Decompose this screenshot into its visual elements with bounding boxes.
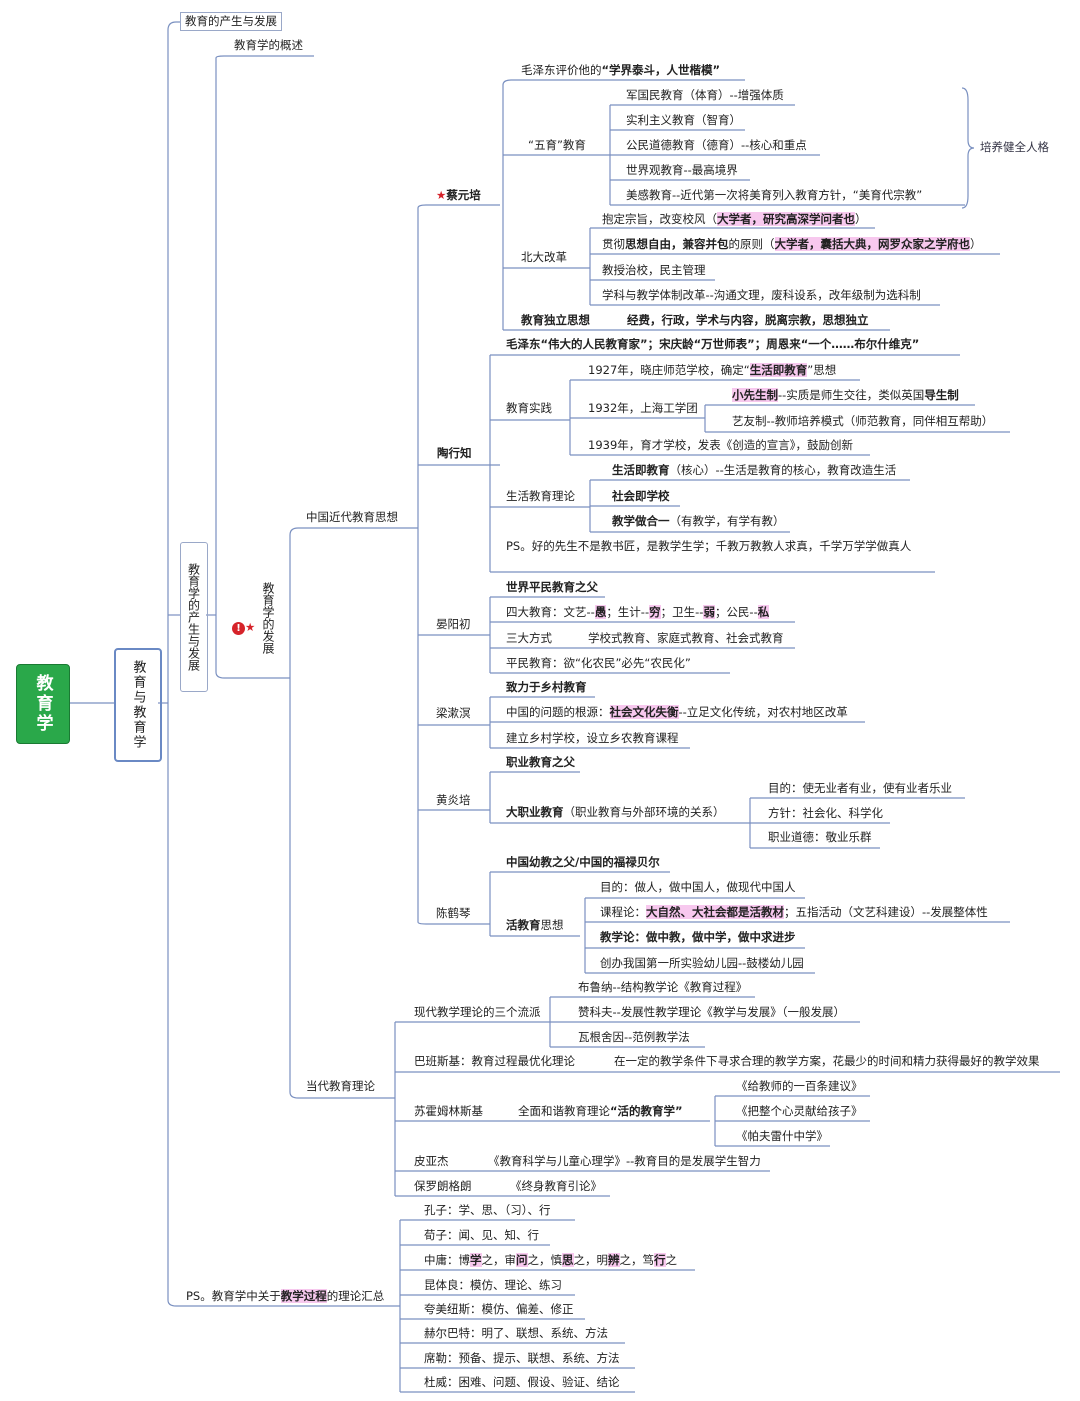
sukhomlinsky-book[interactable]: 《把整个心灵献给孩子》 [736,1104,863,1118]
reform-item[interactable]: 学科与教学体制改革--沟通文理，废科设系，改年级制为选科制 [602,288,921,302]
reform-item[interactable]: 教授治校，民主管理 [602,263,706,277]
star-icon: ★ [436,188,447,202]
vocational-item[interactable]: 职业道德：敬业乐群 [768,830,872,844]
independence-detail[interactable]: 经费，行政，学术与内容，脱离宗教，思想独立 [627,313,869,327]
star-icon: ★ [245,620,256,634]
three-methods[interactable]: 学校式教育、家庭式教育、社会式教育 [588,631,784,645]
process-item[interactable]: 夸美纽斯：模仿、偏差、修正 [424,1302,574,1316]
art-friend-system[interactable]: 艺友制--教师培养模式（师范教育，同伴相互帮助） [732,414,994,428]
node-cai-mao-comment[interactable]: 毛泽东评价他的“学界泰斗，人世楷模” [521,63,721,77]
living-edu-item[interactable]: 课程论：大自然、大社会都是活教材；五指活动（文艺科建设）--发展整体性 [600,905,988,919]
node-edu-practice[interactable]: 教育实践 [506,401,552,415]
node-three-schools[interactable]: 现代教学理论的三个流派 [414,1005,541,1019]
five-edu-item[interactable]: 军国民教育（体育）--增强体质 [626,88,784,102]
life-theory-item[interactable]: 社会即学校 [612,489,670,503]
big-vocational-education[interactable]: 大职业教育（职业教育与外部环境的关系） [506,805,725,819]
five-edu-item[interactable]: 实利主义教育（智育） [626,113,741,127]
lengrand-detail[interactable]: 《终身教育引论》 [510,1179,602,1193]
sukhomlinsky-book[interactable]: 《给教师的一百条建议》 [736,1079,863,1093]
node-huang-yanpei[interactable]: 黄炎培 [436,793,471,807]
node-sukhomlinsky[interactable]: 苏霍姆林斯基 [414,1104,483,1118]
civilian-education[interactable]: 平民教育：欲“化农民”必先“农民化” [506,656,691,670]
living-edu-item[interactable]: 教学论：做中教，做中学，做中求进步 [600,930,796,944]
important-markers: !★ [232,620,255,635]
huang-title[interactable]: 职业教育之父 [506,755,575,769]
node-education-and-pedagogy[interactable]: 教育与教育学 [114,648,162,762]
node-pedagogy-origin-development[interactable]: 教育学的产生与发展 [180,542,208,692]
five-edu-item[interactable]: 公民道德教育（德育）--核心和重点 [626,138,807,152]
liang-root-cause[interactable]: 中国的问题的根源：社会文化失衡--立足文化传统，对农村地区改革 [506,705,848,719]
life-theory-item[interactable]: 生活即教育（核心）--生活是教育的核心，教育改造生活 [612,463,897,477]
yan-title[interactable]: 世界平民教育之父 [506,580,598,594]
living-edu-item[interactable]: 目的：做人，做中国人，做现代中国人 [600,880,796,894]
node-teaching-process-summary[interactable]: PS。教育学中关于教学过程的理论汇总 [186,1289,385,1303]
tao-ps-note[interactable]: PS。好的先生不是教书匠，是教学生学；千教万教教人求真，千学万学学做真人 [506,539,912,553]
node-five-education[interactable]: “五育”教育 [528,138,586,152]
three-methods-label[interactable]: 三大方式 [506,631,552,645]
process-item[interactable]: 昆体良：模仿、理论、练习 [424,1278,562,1292]
node-tao-xingzhi[interactable]: 陶行知 [437,446,472,460]
liang-rural-school[interactable]: 建立乡村学校，设立乡农教育课程 [506,731,679,745]
sukhomlinsky-book[interactable]: 《帕夫雷什中学》 [736,1129,828,1143]
exclamation-icon: ! [232,622,245,635]
process-item-zhongyong[interactable]: 中庸：博学之，审问之，慎思之，明辨之，笃行之 [424,1253,677,1267]
school-item[interactable]: 布鲁纳--结构教学论《教育过程》 [578,980,748,994]
node-liang-shuming[interactable]: 梁漱溟 [436,706,471,720]
practice-1927[interactable]: 1927年，晓庄师范学校，确定“生活即教育”思想 [588,363,837,377]
four-educations[interactable]: 四大教育：文艺--愚；生计--穷；卫生--弱；公民--私 [506,605,770,619]
process-item[interactable]: 荀子：闻、见、知、行 [424,1228,539,1242]
node-cai-yuanpei[interactable]: ★蔡元培 [436,188,481,202]
living-edu-item[interactable]: 创办我国第一所实验幼儿园--鼓楼幼儿园 [600,956,804,970]
chen-title[interactable]: 中国幼教之父/中国的福禄贝尔 [506,855,660,869]
node-contemporary-theory[interactable]: 当代教育理论 [306,1079,375,1093]
root-node[interactable]: 教育学 [16,664,70,744]
process-item[interactable]: 赫尔巴特：明了、联想、系统、方法 [424,1326,608,1340]
node-lengrand[interactable]: 保罗朗格朗 [414,1179,472,1193]
five-edu-item[interactable]: 世界观教育--最高境界 [626,163,738,177]
life-theory-item[interactable]: 教学做合一（有教学，有学有教） [612,514,785,528]
tao-praise[interactable]: 毛泽东“伟大的人民教育家”；宋庆龄“万世师表”；周恩来“一个……布尔什维克” [506,337,920,351]
node-peking-reform[interactable]: 北大改革 [521,250,567,264]
process-item[interactable]: 孔子：学、思、（习）、行 [424,1203,551,1217]
sukhomlinsky-theory[interactable]: 全面和谐教育理论“活的教育学” [518,1104,683,1118]
practice-1939[interactable]: 1939年，育才学校，发表《创造的宣言》，鼓励创新 [588,438,854,452]
practice-1932[interactable]: 1932年，上海工学团 [588,401,698,415]
node-origin[interactable]: 教育的产生与发展 [180,12,282,31]
living-education[interactable]: 活教育思想 [506,918,564,932]
liang-title[interactable]: 致力于乡村教育 [506,680,587,694]
vocational-item[interactable]: 目的：使无业者有业，使有业者乐业 [768,781,952,795]
node-modern-chinese-thought[interactable]: 中国近代教育思想 [306,510,398,524]
vocational-item[interactable]: 方针：社会化、科学化 [768,806,883,820]
little-teacher-system[interactable]: 小先生制--实质是师生交往，类似英国导生制 [732,388,959,402]
node-yan-yangchu[interactable]: 晏阳初 [436,617,471,631]
process-item[interactable]: 席勒：预备、提示、联想、系统、方法 [424,1351,620,1365]
reform-item[interactable]: 抱定宗旨，改变校风（大学者，研究高深学问者也） [602,212,867,226]
node-healthy-personality[interactable]: 培养健全人格 [980,140,1049,154]
school-item[interactable]: 赞科夫--发展性教学理论《教学与发展》（一般发展） [578,1005,846,1019]
node-chen-heqin[interactable]: 陈鹤琴 [436,906,471,920]
node-piaget[interactable]: 皮亚杰 [414,1154,449,1168]
five-edu-item[interactable]: 美感教育--近代第一次将美育列入教育方针，“美育代宗教” [626,188,923,202]
reform-item[interactable]: 贯彻思想自由，兼容并包的原则（大学者，囊括大典，网罗众家之学府也） [602,237,982,251]
node-pedagogy-development[interactable]: 教育学的发展 [261,582,275,654]
babansky-detail[interactable]: 在一定的教学条件下寻求合理的教学方案，花最少的时间和精力获得最好的教学效果 [614,1054,1040,1068]
node-overview[interactable]: 教育学的概述 [234,38,303,52]
node-independence-thought[interactable]: 教育独立思想 [521,313,590,327]
node-life-education[interactable]: 生活教育理论 [506,489,575,503]
school-item[interactable]: 瓦根舍因--范例教学法 [578,1030,690,1044]
piaget-detail[interactable]: 《教育科学与儿童心理学》--教育目的是发展学生智力 [488,1154,761,1168]
node-babansky[interactable]: 巴班斯基：教育过程最优化理论 [414,1054,575,1068]
process-item[interactable]: 杜威：困难、问题、假设、验证、结论 [424,1375,620,1389]
